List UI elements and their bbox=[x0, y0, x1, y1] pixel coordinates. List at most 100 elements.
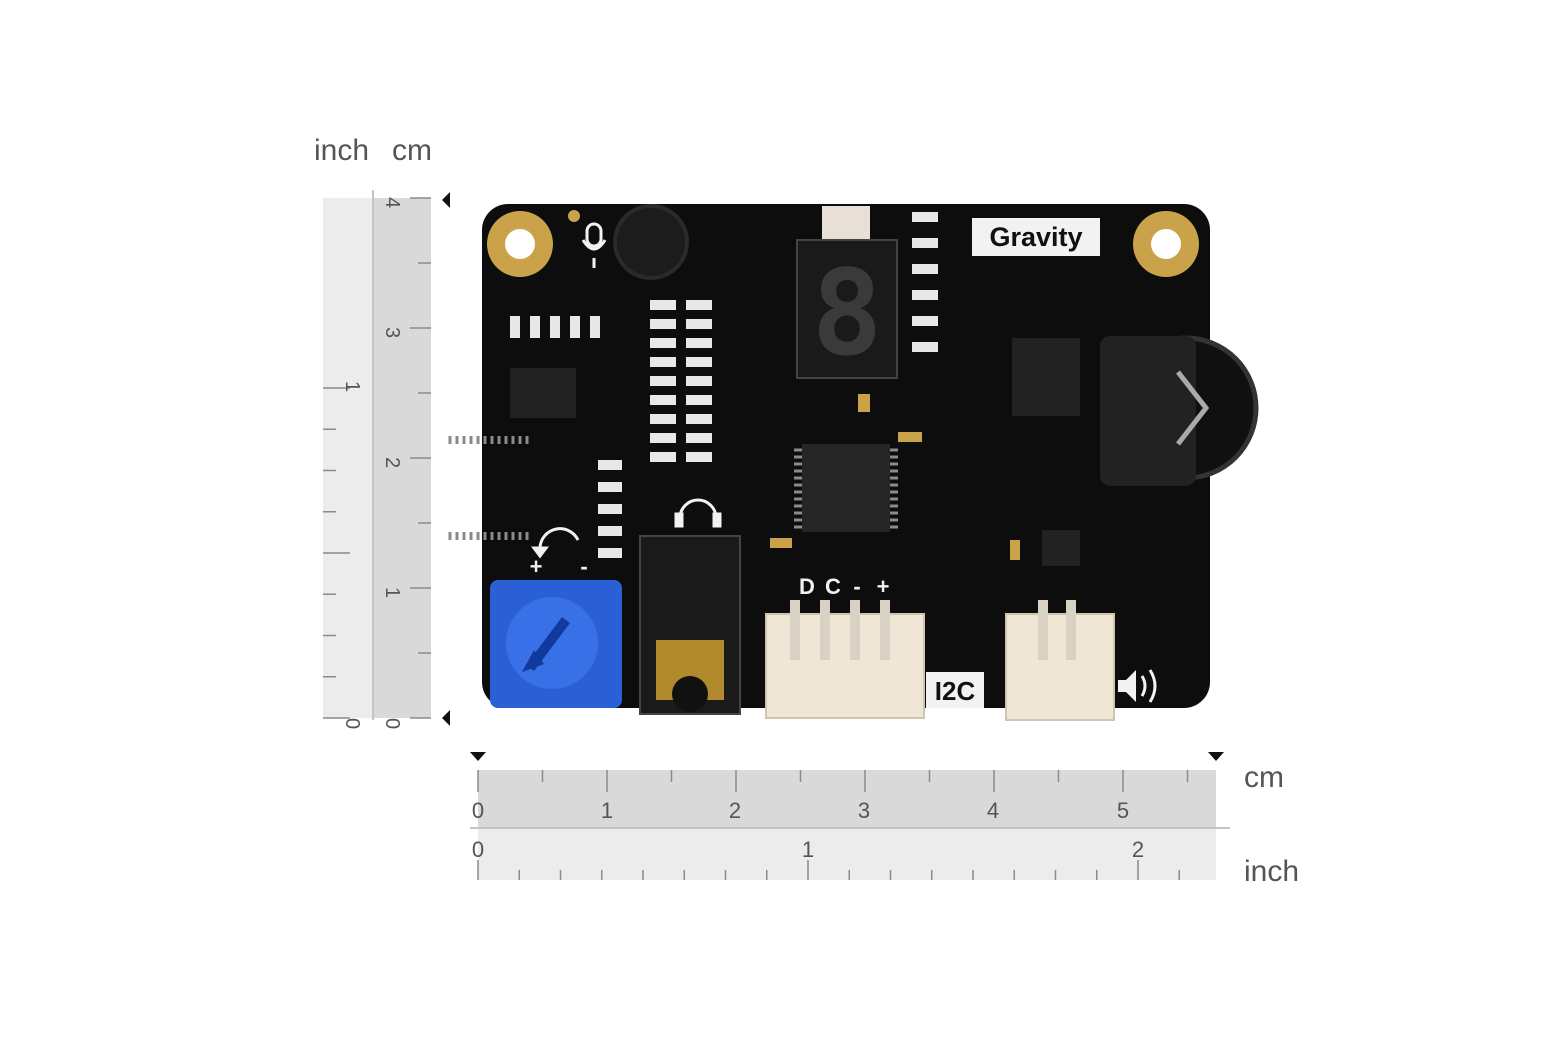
horizontal-ruler-ticks bbox=[477, 770, 1189, 880]
pin-label-plus: + bbox=[877, 574, 890, 599]
speaker-icon bbox=[1118, 669, 1157, 703]
vertical-ruler: inch cm 0 1 2 3 4 0 1 bbox=[314, 134, 450, 729]
h-cm-tick-4: 4 bbox=[987, 798, 999, 823]
smd-capacitor bbox=[858, 394, 870, 412]
h-cm-tick-0: 0 bbox=[472, 798, 484, 823]
chip-small bbox=[1042, 530, 1080, 566]
smd-resistor bbox=[686, 433, 712, 443]
smd-resistor bbox=[912, 212, 938, 222]
i2c-connector[interactable] bbox=[765, 600, 925, 719]
smd-resistor bbox=[510, 316, 520, 338]
pin-label-minus: - bbox=[853, 574, 860, 599]
h-cm-tick-2: 2 bbox=[729, 798, 741, 823]
smd-resistor bbox=[598, 526, 622, 536]
v-cm-tick-3: 3 bbox=[381, 327, 403, 338]
i2c-label: I2C bbox=[935, 676, 976, 706]
smd-resistor bbox=[912, 238, 938, 248]
v-inch-tick-1: 1 bbox=[341, 381, 363, 392]
horizontal-ruler: 0 1 2 3 4 5 0 1 2 cm inch bbox=[470, 752, 1299, 888]
smd-resistor bbox=[590, 316, 600, 338]
horizontal-ruler-cm-label: cm bbox=[1244, 761, 1284, 794]
smd-resistor bbox=[686, 357, 712, 367]
smd-resistor bbox=[686, 376, 712, 386]
smd-components bbox=[510, 212, 1020, 560]
chip-right bbox=[1012, 338, 1080, 416]
smd-resistor bbox=[570, 316, 580, 338]
smd-resistor bbox=[530, 316, 540, 338]
smd-resistor bbox=[598, 482, 622, 492]
vertical-ruler-cm-label: cm bbox=[392, 134, 432, 167]
smd-resistor bbox=[598, 460, 622, 470]
horizontal-ruler-inch-label: inch bbox=[1244, 855, 1299, 888]
smd-resistor bbox=[912, 290, 938, 300]
volume-potentiometer[interactable] bbox=[490, 580, 622, 708]
h-marker-left-icon bbox=[470, 752, 486, 761]
horizontal-ruler-inch-strip bbox=[478, 828, 1216, 880]
h-cm-tick-5: 5 bbox=[1117, 798, 1129, 823]
smd-resistor bbox=[650, 357, 676, 367]
h-inch-tick-2: 2 bbox=[1132, 837, 1144, 862]
vertical-ruler-inch-strip bbox=[323, 198, 373, 718]
h-inch-tick-0: 0 bbox=[472, 837, 484, 862]
horizontal-ruler-cm-strip bbox=[478, 770, 1216, 828]
smd-resistor bbox=[650, 319, 676, 329]
smd-resistor bbox=[650, 395, 676, 405]
smd-resistor bbox=[550, 316, 560, 338]
smd-resistor bbox=[912, 264, 938, 274]
smd-resistor bbox=[686, 300, 712, 310]
headphone-icon bbox=[674, 498, 722, 528]
seven-segment-display bbox=[796, 239, 898, 379]
smd-resistor bbox=[686, 319, 712, 329]
smd-resistor bbox=[598, 504, 622, 514]
i2c-label-box bbox=[926, 672, 984, 708]
smd-resistor bbox=[686, 452, 712, 462]
smd-capacitor bbox=[898, 432, 922, 442]
smd-resistor bbox=[650, 433, 676, 443]
mounting-hole-left-icon bbox=[487, 211, 553, 277]
rotate-arrow-icon bbox=[531, 527, 580, 559]
smd-resistor bbox=[686, 338, 712, 348]
pin-label-c: C bbox=[825, 574, 841, 599]
pot-plus-label: + bbox=[530, 554, 543, 579]
smd-capacitor bbox=[770, 538, 792, 548]
pin-label-d: D bbox=[799, 574, 815, 599]
h-marker-right-icon bbox=[1208, 752, 1224, 761]
smd-resistor bbox=[650, 300, 676, 310]
vertical-ruler-inch-label: inch bbox=[314, 134, 369, 167]
smd-capacitor bbox=[1010, 540, 1020, 560]
smd-resistor bbox=[650, 376, 676, 386]
v-cm-tick-2: 2 bbox=[381, 457, 403, 468]
h-cm-tick-3: 3 bbox=[858, 798, 870, 823]
voice-module-board: 8 Gravity bbox=[448, 204, 1259, 721]
led bbox=[822, 206, 870, 240]
smd-resistor bbox=[598, 548, 622, 558]
smd-resistor bbox=[912, 342, 938, 352]
vertical-ruler-ticks bbox=[323, 197, 431, 719]
h-cm-tick-1: 1 bbox=[601, 798, 613, 823]
seven-segment-digit: 8 bbox=[811, 244, 882, 382]
microphone-icon bbox=[581, 222, 607, 268]
smd-resistor bbox=[650, 452, 676, 462]
encoder-body bbox=[1100, 336, 1196, 486]
v-marker-bottom-icon bbox=[442, 710, 450, 726]
smd-resistor bbox=[650, 414, 676, 424]
gravity-logo-box bbox=[972, 218, 1100, 256]
main-mcu bbox=[802, 444, 890, 532]
v-cm-tick-0: 0 bbox=[381, 718, 403, 729]
v-marker-top-icon bbox=[442, 192, 450, 208]
smd-resistor bbox=[650, 338, 676, 348]
v-inch-tick-0: 0 bbox=[341, 718, 363, 729]
smd-resistor bbox=[686, 395, 712, 405]
gravity-logo: Gravity bbox=[989, 222, 1082, 252]
chip-left bbox=[510, 368, 576, 418]
h-inch-tick-1: 1 bbox=[802, 837, 814, 862]
mcu-pins bbox=[448, 436, 898, 540]
v-cm-tick-1: 1 bbox=[381, 587, 403, 598]
smd-resistor bbox=[912, 316, 938, 326]
speaker-connector[interactable] bbox=[1005, 600, 1115, 721]
pot-minus-label: - bbox=[580, 554, 587, 579]
v-cm-tick-4: 4 bbox=[381, 197, 403, 208]
mounting-hole-right-icon bbox=[1133, 211, 1199, 277]
smd-resistor bbox=[686, 414, 712, 424]
